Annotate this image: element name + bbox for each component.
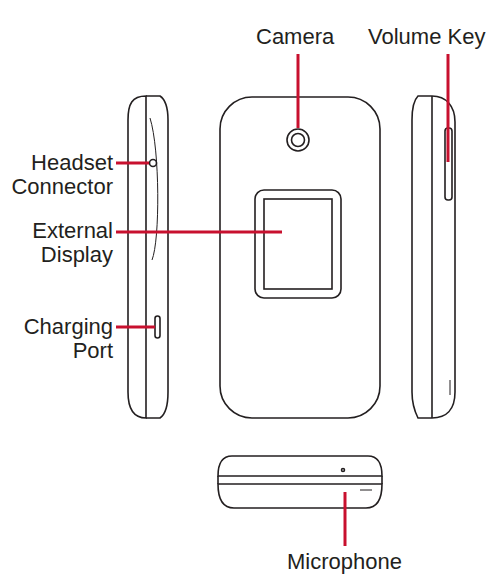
bottom-front-half [218,456,382,476]
bottom-dot [342,469,345,472]
bottom-hinge [218,476,382,484]
camera-ring [287,129,309,151]
part-label: Volume Key [368,25,502,49]
leader-line [116,162,149,165]
part-label: Microphone [287,550,427,574]
leader-line [116,326,155,329]
leader-line [344,492,347,546]
phone-front [220,97,380,418]
part-label: Headset Connector [0,151,113,199]
display-bezel [255,190,341,298]
charging-slot [155,316,160,338]
part-label: Camera [256,25,346,49]
side-detail [450,380,451,395]
part-label: External Display [0,219,113,267]
display-screen [264,199,332,289]
camera-lens [292,134,305,147]
bottom-detail [360,490,372,491]
flip-seam [431,96,433,418]
hinge-curve [150,118,158,260]
part-label: Charging Port [0,315,113,363]
bottom-back-half [218,484,382,508]
leader-line [116,231,282,234]
headset-jack [150,160,157,167]
leader-line [297,54,300,128]
back-half-side [146,96,168,418]
leader-line [447,54,450,162]
front-half-side [128,96,146,418]
